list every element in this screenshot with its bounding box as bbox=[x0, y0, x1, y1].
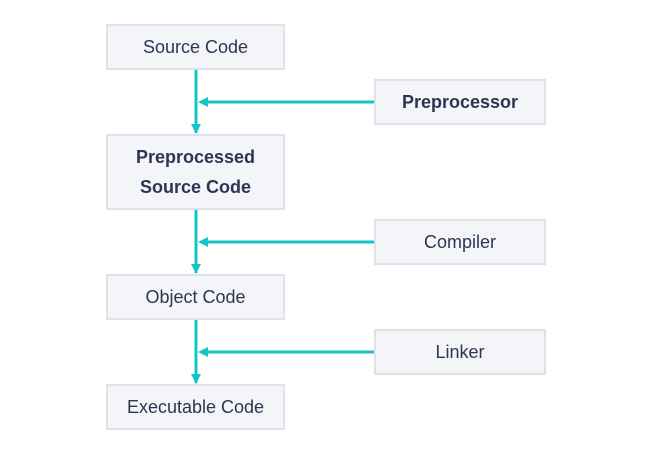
arrowhead-source-to-preprocessed bbox=[191, 124, 201, 134]
arrowhead-preprocessor bbox=[198, 97, 208, 107]
preprocessed-source-code-label: Preprocessed Source Code bbox=[135, 147, 256, 197]
arrowhead-object-to-executable bbox=[191, 374, 201, 384]
object-code-box: Object Code bbox=[106, 274, 285, 320]
arrowhead-preprocessed-to-object bbox=[191, 264, 201, 274]
compiler-box: Compiler bbox=[374, 219, 546, 265]
linker-label: Linker bbox=[435, 342, 485, 362]
executable-code-label: Executable Code bbox=[126, 397, 265, 417]
preprocessor-label: Preprocessor bbox=[401, 92, 519, 112]
compiler-label: Compiler bbox=[423, 232, 497, 252]
preprocessor-box: Preprocessor bbox=[374, 79, 546, 125]
executable-code-box: Executable Code bbox=[106, 384, 285, 430]
source-code-label: Source Code bbox=[142, 37, 249, 57]
arrowhead-linker bbox=[198, 347, 208, 357]
preprocessed-source-code-box: Preprocessed Source Code bbox=[106, 134, 285, 210]
object-code-label: Object Code bbox=[145, 287, 246, 307]
source-code-box: Source Code bbox=[106, 24, 285, 70]
arrowhead-compiler bbox=[198, 237, 208, 247]
linker-box: Linker bbox=[374, 329, 546, 375]
